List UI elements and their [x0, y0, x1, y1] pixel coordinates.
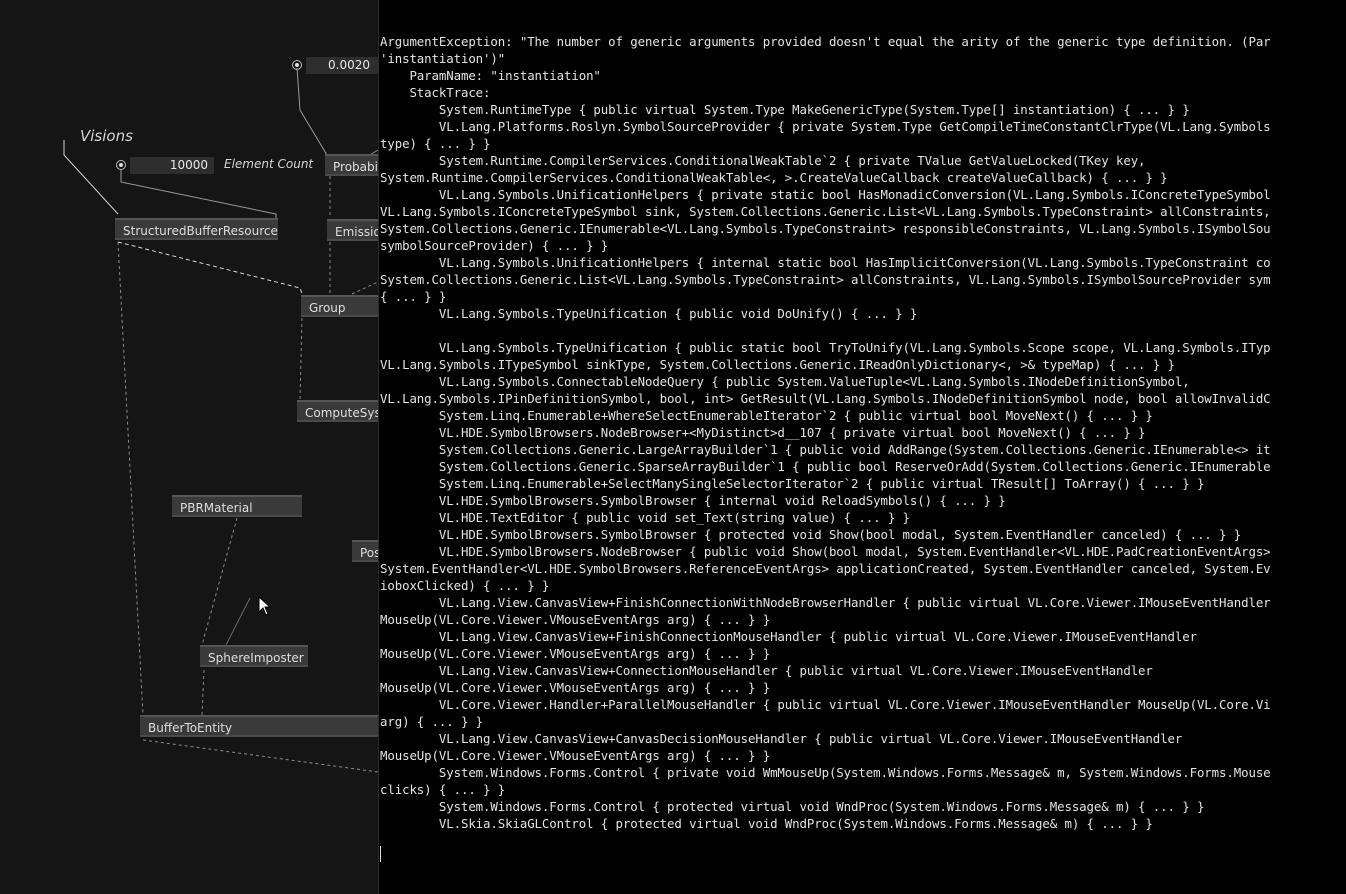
element-count-label: Element Count	[224, 157, 314, 171]
link-entity-out	[142, 739, 378, 773]
error-console[interactable]: ArgumentException: "The number of generi…	[378, 0, 1346, 894]
link-group-compute	[299, 317, 303, 401]
iobox-pin-icon[interactable]	[292, 60, 302, 70]
link-group-right	[351, 281, 378, 295]
link-material-imposter	[201, 517, 238, 646]
comment-link	[63, 140, 119, 215]
iobox-pin-icon[interactable]	[116, 160, 126, 170]
patch-canvas[interactable]: Visions 0.0020 10000 Element Count Struc…	[0, 0, 378, 894]
node-emissio[interactable]: Emissio	[327, 219, 378, 241]
node-group[interactable]: Group	[301, 295, 378, 317]
node-structured-buffer-resource[interactable]: StructuredBufferResource	[115, 218, 278, 240]
text-caret	[380, 846, 381, 862]
node-sphere-imposter[interactable]: SphereImposter	[200, 645, 308, 667]
link-pending	[225, 597, 251, 646]
probability-iobox[interactable]: 0.0020	[306, 57, 378, 74]
element-count-iobox[interactable]: 10000	[130, 157, 214, 174]
node-buffer-to-entity[interactable]: BufferToEntity	[140, 715, 378, 737]
link-buffer-entity	[117, 241, 144, 716]
link-buffer-group	[117, 241, 304, 297]
node-compute-sys[interactable]: ComputeSys	[297, 400, 378, 422]
link-element-count	[120, 170, 277, 218]
comment-visions: Visions	[80, 127, 133, 145]
node-pbr-material[interactable]: PBRMaterial	[172, 495, 302, 517]
patch-wires	[63, 67, 378, 773]
mouse-cursor-icon	[258, 596, 272, 616]
node-probabi[interactable]: Probabi	[325, 154, 378, 176]
node-pos[interactable]: Pos	[352, 540, 378, 562]
link-probability	[296, 67, 328, 156]
link-imposter-entity	[201, 669, 205, 716]
exception-stack-trace: ArgumentException: "The number of generi…	[380, 34, 1271, 831]
